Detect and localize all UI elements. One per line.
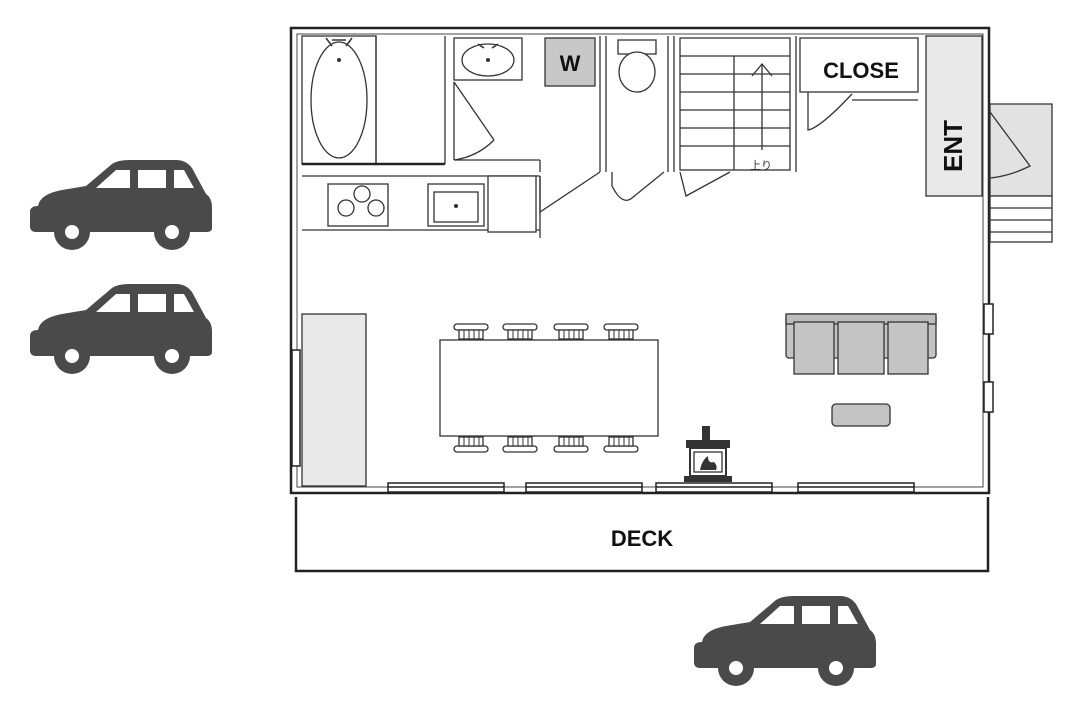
chair-icon: [453, 436, 489, 453]
chair-icon: [603, 436, 639, 453]
entrance: ENT: [925, 35, 1053, 243]
car-icon-2: [30, 284, 212, 374]
bathroom: [301, 35, 446, 166]
closet: CLOSE: [799, 37, 919, 131]
washer-label: W: [560, 51, 581, 76]
entrance-label: ENT: [938, 120, 968, 172]
right-wall-windows: [983, 303, 994, 413]
deck-label: DECK: [611, 526, 673, 551]
chair-icon: [453, 323, 489, 340]
chair-icon: [553, 323, 589, 340]
wood-stove-icon: [684, 426, 732, 482]
sofa-icon: [785, 313, 937, 375]
coffee-table: [831, 403, 891, 427]
dining-table: [439, 323, 659, 453]
closet-label: CLOSE: [823, 58, 899, 83]
washer: W: [544, 37, 596, 87]
stairs-up-label: 上り: [750, 159, 772, 172]
deck-windows: [387, 482, 915, 493]
car-icon-3: [694, 596, 876, 686]
chair-icon: [502, 323, 538, 340]
deck: DECK: [294, 497, 990, 573]
car-icon-1: [30, 160, 212, 250]
storage-panel: [291, 313, 367, 487]
kitchen-counter: [302, 171, 601, 238]
chair-icon: [603, 323, 639, 340]
washroom: [453, 36, 607, 172]
chair-icon: [502, 436, 538, 453]
chair-icon: [553, 436, 589, 453]
staircase: 上り: [679, 36, 797, 197]
toilet-room: [611, 36, 675, 201]
